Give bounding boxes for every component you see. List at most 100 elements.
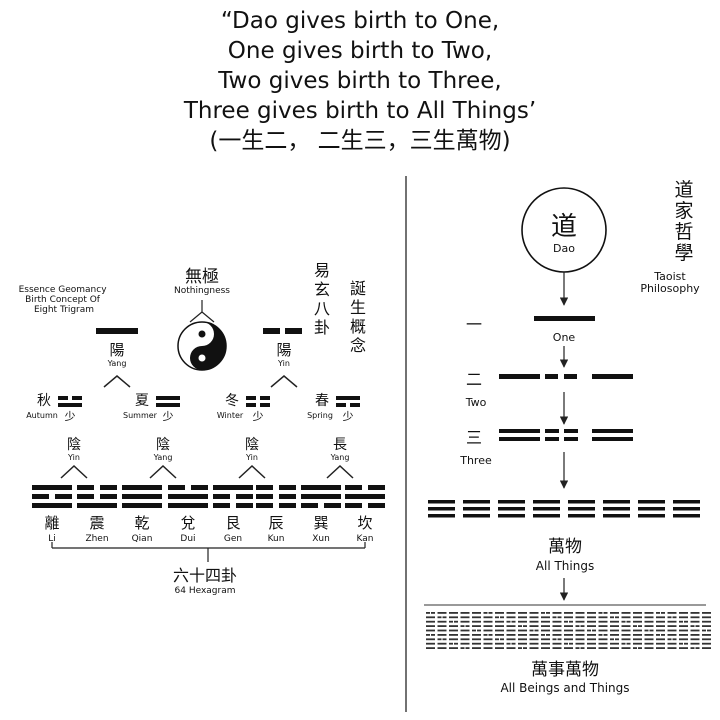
dense-line bbox=[483, 625, 493, 627]
dense-line bbox=[529, 634, 539, 636]
dense-line bbox=[575, 620, 585, 623]
dense-line bbox=[541, 616, 550, 619]
all-things-bar bbox=[673, 507, 700, 511]
two-en: Two bbox=[465, 396, 487, 409]
dense-line bbox=[541, 612, 545, 614]
dense-line bbox=[426, 620, 435, 623]
dense-line bbox=[518, 616, 527, 619]
dense-line bbox=[552, 642, 562, 645]
dense-line bbox=[495, 647, 504, 649]
essence-label: Essence Geomancy Birth Concept Of Eight … bbox=[19, 285, 110, 315]
all-things-bar bbox=[568, 500, 595, 504]
dense-line bbox=[564, 634, 573, 636]
trigram-line bbox=[368, 503, 385, 508]
dense-line bbox=[667, 647, 677, 649]
all-things-bar bbox=[673, 514, 700, 518]
trigram-line bbox=[213, 485, 253, 490]
trigram-line bbox=[77, 503, 117, 508]
dense-line bbox=[483, 647, 493, 649]
all-things-bar bbox=[533, 514, 560, 518]
dense-line bbox=[483, 616, 493, 619]
one-line bbox=[534, 316, 595, 321]
dense-line bbox=[483, 634, 488, 636]
dense-line bbox=[529, 620, 539, 623]
dense-line bbox=[506, 620, 511, 623]
dense-line bbox=[564, 629, 573, 632]
all-things-bar bbox=[463, 500, 490, 504]
dense-line bbox=[460, 647, 465, 649]
dense-line bbox=[472, 647, 481, 649]
season-en: Summer bbox=[123, 411, 158, 420]
yang-line-icon bbox=[96, 328, 138, 334]
level3-cn: 長 bbox=[333, 437, 347, 453]
trigram-line bbox=[213, 503, 230, 508]
trigram-line bbox=[279, 503, 296, 508]
trigram-line bbox=[236, 503, 253, 508]
trigram-li: 離Li bbox=[32, 485, 72, 544]
dense-line bbox=[656, 616, 665, 619]
dense-line bbox=[449, 612, 458, 614]
side-cn-char: 概 bbox=[350, 317, 366, 336]
bigram-line bbox=[156, 403, 180, 407]
trigram-line bbox=[256, 503, 273, 508]
dense-line bbox=[495, 620, 504, 623]
dense-line bbox=[541, 629, 550, 632]
dense-line bbox=[621, 612, 631, 614]
all-things-bar bbox=[638, 514, 665, 518]
dense-line bbox=[575, 647, 580, 649]
dense-line bbox=[518, 625, 522, 627]
dense-line bbox=[656, 634, 660, 636]
bigram-line bbox=[246, 396, 256, 400]
dense-line bbox=[690, 620, 700, 623]
yang-cn: 陽 bbox=[109, 341, 124, 359]
all-things-bar bbox=[498, 514, 525, 518]
dense-line bbox=[552, 612, 562, 614]
dao-cn: 道 bbox=[551, 212, 577, 242]
dense-line bbox=[598, 629, 608, 632]
dense-line bbox=[506, 638, 516, 641]
dense-line bbox=[472, 638, 481, 641]
all-en: All Things bbox=[536, 559, 594, 573]
all-things-bar bbox=[603, 500, 630, 504]
dense-line bbox=[564, 647, 573, 649]
dense-line bbox=[426, 642, 435, 645]
dense-line bbox=[472, 625, 481, 627]
dense-line bbox=[472, 642, 481, 645]
dense-line bbox=[638, 625, 642, 627]
dense-line bbox=[472, 612, 481, 614]
dense-line bbox=[679, 642, 683, 645]
level3-cn: 陰 bbox=[67, 437, 81, 453]
side-cn-column-2: 誕 生 概 念 bbox=[350, 279, 366, 355]
all-things-bar bbox=[568, 514, 595, 518]
dense-line bbox=[702, 629, 706, 632]
dense-line bbox=[518, 642, 527, 645]
dense-line bbox=[460, 620, 470, 623]
dense-line bbox=[621, 638, 631, 641]
dense-line bbox=[672, 638, 677, 641]
trigram-line bbox=[77, 485, 94, 490]
dense-line bbox=[506, 629, 516, 632]
trigram-line bbox=[77, 494, 94, 499]
dense-line bbox=[564, 625, 573, 627]
wuji-cn: 無極 bbox=[185, 267, 219, 287]
bigram-line bbox=[246, 403, 256, 407]
dense-line bbox=[667, 616, 672, 619]
dense-line bbox=[644, 612, 654, 614]
all-things-bar bbox=[638, 500, 665, 504]
dense-line bbox=[656, 625, 665, 627]
dense-line bbox=[541, 642, 550, 645]
dense-line bbox=[633, 634, 642, 636]
dense-line bbox=[598, 620, 608, 623]
title-line-4: Three gives birth to All Things’ bbox=[183, 98, 537, 124]
season-cn: 秋 bbox=[37, 393, 51, 409]
dense-line bbox=[690, 638, 700, 641]
dense-line bbox=[679, 629, 688, 632]
dense-line bbox=[472, 620, 481, 623]
dense-line bbox=[541, 638, 550, 641]
dense-line bbox=[534, 629, 539, 632]
beings-cn: 萬事萬物 bbox=[531, 660, 599, 680]
all-things-bar bbox=[463, 514, 490, 518]
